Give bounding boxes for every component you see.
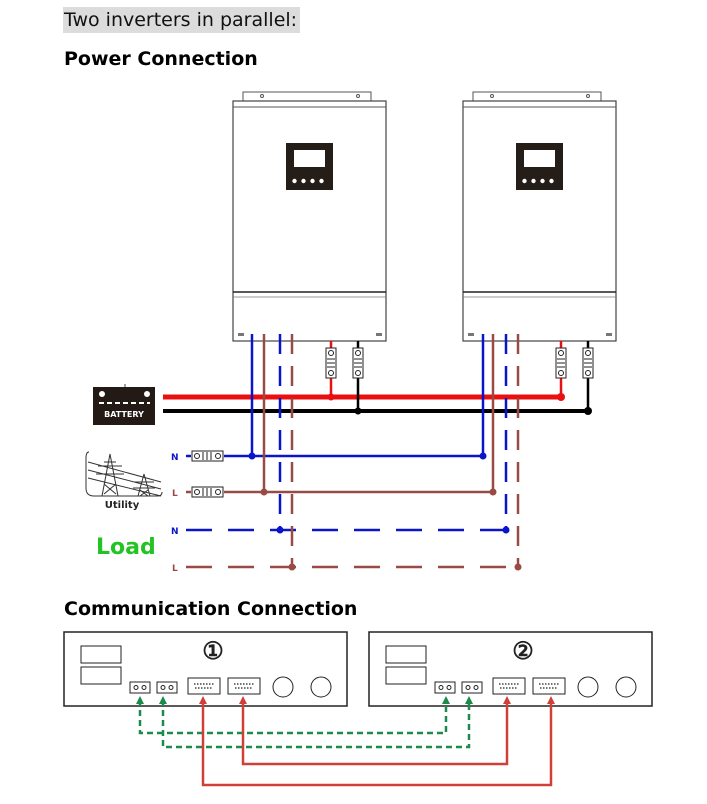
unit-2-label: ② [512, 636, 534, 665]
inverter-2 [462, 91, 617, 342]
dc-breaker-2-pos [555, 347, 567, 379]
load-n-label: N [171, 527, 179, 537]
power-connection-title: Power Connection [64, 48, 258, 70]
battery-label: BATTERY [104, 410, 144, 419]
load-line-wire [186, 334, 522, 571]
load-neutral-wire [186, 334, 510, 534]
green-comm-cable-inner [159, 696, 473, 749]
green-comm-cable-outer [136, 696, 450, 735]
ac-breaker-line [191, 486, 224, 498]
battery-icon: BATTERY [93, 384, 155, 425]
utility-l-label: L [172, 489, 178, 499]
utility-tower-icon: Utility [85, 451, 163, 511]
utility-line-wire [186, 334, 497, 496]
battery-positive-bus [163, 341, 565, 401]
comm-panel-2 [368, 631, 653, 707]
intro-text: Two inverters in parallel: [63, 7, 301, 33]
load-l-label: L [172, 564, 178, 574]
dc-breaker-1-neg [352, 347, 364, 379]
dc-breaker-1-pos [325, 347, 337, 379]
communication-connection-title: Communication Connection [64, 598, 358, 620]
dc-breaker-2-neg [582, 347, 594, 379]
load-label: Load [96, 535, 156, 560]
unit-1-label: ① [202, 636, 224, 665]
battery-negative-bus [163, 341, 592, 415]
utility-neutral-wire [186, 334, 487, 460]
red-comm-cable-inner [239, 696, 511, 766]
inverter-1 [232, 91, 387, 342]
ac-breaker-neutral [191, 450, 224, 462]
utility-n-label: N [171, 453, 179, 463]
utility-label: Utility [105, 500, 140, 511]
red-comm-cable-outer [199, 696, 555, 787]
